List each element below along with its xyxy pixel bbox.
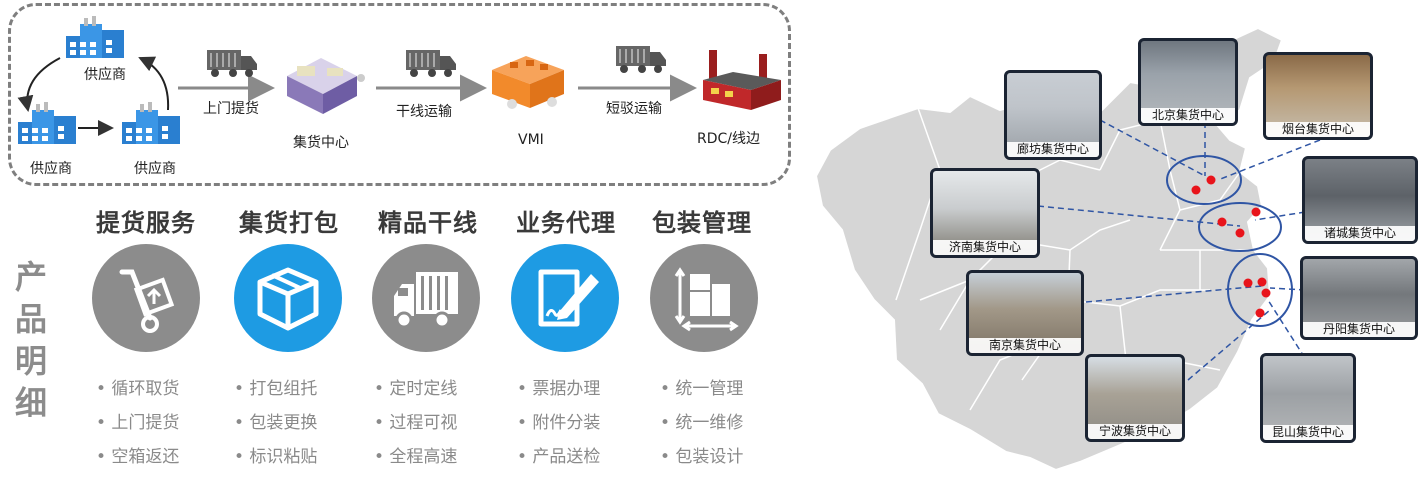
photo-card-kunshan: 昆山集货中心 bbox=[1260, 353, 1356, 443]
photo-card-yantai: 烟台集货中心 bbox=[1263, 52, 1373, 140]
supplier-top-label: 供应商 bbox=[84, 67, 126, 83]
center-label-jinan: 济南集货中心 bbox=[933, 240, 1037, 255]
service-item: • 产品送检 bbox=[517, 447, 601, 467]
factory-icon-right bbox=[122, 102, 180, 144]
center-label-nanjing: 南京集货中心 bbox=[969, 338, 1081, 353]
service-title-consolidation: 集货打包 bbox=[239, 209, 339, 237]
trunk-label: 干线运输 bbox=[396, 104, 452, 120]
center-label-ningbo: 宁波集货中心 bbox=[1088, 424, 1182, 439]
service-title-trunk-line: 精品干线 bbox=[378, 209, 478, 237]
hand-truck-icon bbox=[92, 244, 200, 352]
service-item: • 过程可视 bbox=[374, 413, 458, 433]
side-title-char-2: 品 bbox=[15, 300, 48, 338]
rdc-factory-icon bbox=[703, 50, 781, 110]
supplier-left-label: 供应商 bbox=[30, 161, 72, 177]
service-item: • 统一维修 bbox=[660, 413, 744, 433]
service-item: • 标识粘贴 bbox=[234, 447, 318, 467]
factory-icon-top bbox=[66, 16, 124, 58]
service-title-pickup: 提货服务 bbox=[96, 209, 196, 237]
cluster-ring-north bbox=[1166, 155, 1242, 205]
service-item: • 包装设计 bbox=[660, 447, 744, 467]
rdc-label: RDC/线边 bbox=[697, 131, 760, 147]
flow-graphics bbox=[17, 16, 781, 144]
center-dots bbox=[1191, 175, 1271, 318]
truck-icon-short-haul bbox=[616, 46, 666, 73]
service-item: • 循环取货 bbox=[96, 379, 180, 399]
photo-card-zhucheng: 诸城集货中心 bbox=[1302, 156, 1418, 244]
vmi-building-icon bbox=[492, 56, 564, 109]
cycle-arrow-right bbox=[138, 56, 170, 111]
cluster-ring-east bbox=[1227, 253, 1293, 327]
truck-icon-trunk bbox=[406, 50, 456, 77]
photo-card-langfang: 廊坊集货中心 bbox=[1004, 70, 1102, 160]
photo-card-nanjing: 南京集货中心 bbox=[966, 270, 1084, 356]
truck-icon bbox=[372, 244, 480, 352]
service-title-packaging: 包装管理 bbox=[652, 209, 752, 237]
service-item: • 票据办理 bbox=[517, 379, 601, 399]
side-title-char-3: 明 bbox=[15, 342, 48, 380]
side-title-char-4: 细 bbox=[15, 384, 48, 422]
hub-label: 集货中心 bbox=[293, 135, 349, 151]
vmi-label: VMI bbox=[518, 132, 544, 148]
service-item: • 上门提货 bbox=[96, 413, 180, 433]
service-item: • 定时定线 bbox=[374, 379, 458, 399]
photo-card-beijing: 北京集货中心 bbox=[1138, 38, 1238, 126]
center-label-kunshan: 昆山集货中心 bbox=[1263, 425, 1353, 440]
short-haul-label: 短驳运输 bbox=[606, 101, 662, 117]
center-label-zhucheng: 诸城集货中心 bbox=[1305, 226, 1415, 241]
supplier-right-label: 供应商 bbox=[134, 161, 176, 177]
service-item: • 包装更换 bbox=[234, 413, 318, 433]
pickup-label: 上门提货 bbox=[203, 101, 259, 117]
service-item: • 空箱返还 bbox=[96, 447, 180, 467]
cluster-ring-shandong bbox=[1198, 202, 1282, 252]
service-item: • 打包组托 bbox=[234, 379, 318, 399]
service-item: • 附件分装 bbox=[517, 413, 601, 433]
photo-card-jinan: 济南集货中心 bbox=[930, 168, 1040, 258]
truck-icon-pickup bbox=[207, 50, 257, 77]
box-icon bbox=[234, 244, 342, 352]
side-title-char-1: 产 bbox=[15, 258, 48, 296]
supply-flow-panel bbox=[8, 3, 791, 186]
hub-warehouse-icon bbox=[287, 58, 365, 114]
center-label-langfang: 廊坊集货中心 bbox=[1007, 142, 1099, 157]
center-label-yantai: 烟台集货中心 bbox=[1266, 122, 1370, 137]
center-leader-lines bbox=[1037, 119, 1321, 381]
document-sign-icon bbox=[511, 244, 619, 352]
cycle-arrow-left bbox=[17, 57, 61, 112]
center-label-danyang: 丹阳集货中心 bbox=[1303, 322, 1415, 337]
center-label-beijing: 北京集货中心 bbox=[1141, 108, 1235, 123]
service-title-agency: 业务代理 bbox=[516, 209, 616, 237]
service-item: • 统一管理 bbox=[660, 379, 744, 399]
photo-card-ningbo: 宁波集货中心 bbox=[1085, 354, 1185, 442]
service-item: • 全程高速 bbox=[374, 447, 458, 467]
photo-card-danyang: 丹阳集货中心 bbox=[1300, 256, 1418, 340]
package-dimension-icon bbox=[650, 244, 758, 352]
